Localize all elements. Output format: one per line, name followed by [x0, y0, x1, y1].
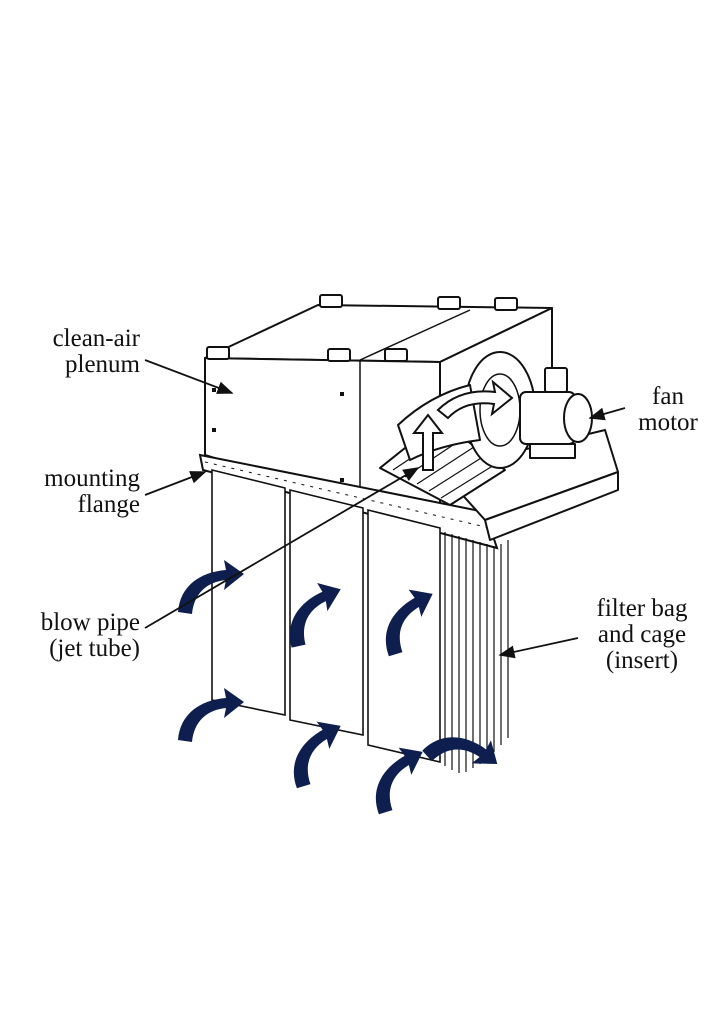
- curved-arrow-icon: [289, 582, 341, 648]
- motor-endcap: [563, 393, 593, 443]
- curved-arrow-icon: [293, 721, 341, 789]
- label-line: and cage: [597, 621, 687, 648]
- label-line: blow pipe: [40, 609, 140, 636]
- label-blow-pipe: blow pipe (jet tube): [12, 610, 140, 662]
- up-arrow-icon: [411, 413, 445, 471]
- label-filter-bag: filter bag and cage (insert): [578, 596, 706, 674]
- leader-mounting-flange: [144, 471, 207, 496]
- filter-bag: [367, 508, 441, 764]
- label-mounting-flange: mounting flange: [12, 466, 140, 518]
- label-fan-motor: fan motor: [626, 384, 710, 436]
- leader-blow-pipe: [144, 467, 420, 629]
- label-line: (jet tube): [49, 635, 140, 662]
- label-line: clean-air: [52, 325, 140, 352]
- label-line: plenum: [65, 351, 140, 378]
- fan-flow-arrow: [436, 379, 514, 420]
- latch: [384, 348, 408, 362]
- leader-lines: [144, 359, 626, 659]
- curved-arrow-icon: [375, 747, 423, 815]
- label-line: filter bag: [596, 595, 688, 622]
- label-line: mounting: [44, 465, 140, 492]
- label-line: (insert): [605, 647, 679, 674]
- leader-clean-air-plenum: [144, 359, 234, 394]
- filter-bag: [289, 488, 364, 736]
- label-line: fan: [652, 383, 684, 410]
- leader-fan-motor: [588, 407, 626, 421]
- label-line: motor: [638, 409, 698, 436]
- latch: [319, 294, 343, 308]
- label-clean-air-plenum: clean-air plenum: [22, 326, 140, 378]
- filter-bag: [211, 468, 286, 716]
- filter-bags: [211, 468, 509, 773]
- latch: [327, 348, 351, 362]
- curved-arrow-icon: [178, 560, 244, 614]
- curved-arrow-icon: [178, 688, 244, 742]
- curved-arrow-icon: [422, 737, 498, 764]
- housing: [204, 304, 553, 531]
- leader-filter-bag: [498, 637, 579, 659]
- latch: [206, 346, 230, 360]
- latch: [494, 297, 518, 311]
- curved-arrow-icon: [385, 589, 433, 657]
- latch: [437, 296, 461, 310]
- label-line: flange: [77, 491, 140, 518]
- latches: [206, 294, 518, 362]
- airflow-arrows: [178, 560, 498, 815]
